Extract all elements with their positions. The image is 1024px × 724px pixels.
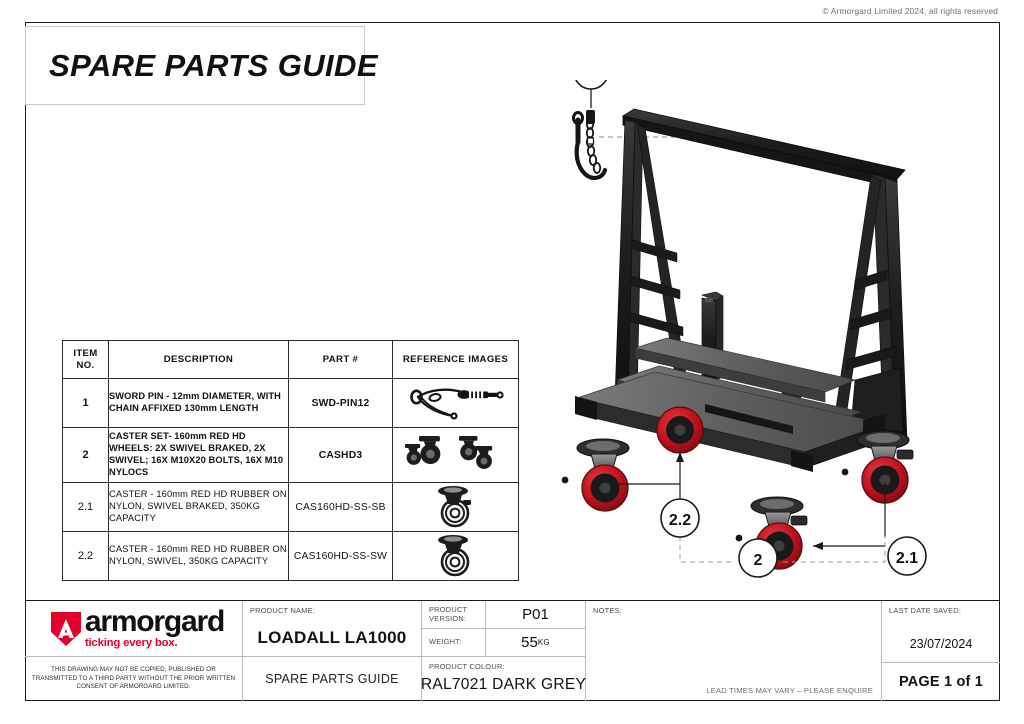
lead-times-note: LEAD TIMES MAY VARY – PLEASE ENQUIRE bbox=[706, 686, 873, 695]
cell-item-no: 2 bbox=[62, 427, 109, 483]
cell-description: SWORD PIN - 12mm DIAMETER, WITH CHAIN AF… bbox=[108, 378, 289, 428]
last-date-saved-label: LAST DATE SAVED: bbox=[889, 606, 962, 615]
table-row: 2.1 CASTER - 160mm RED HD RUBBER ON NYLO… bbox=[62, 482, 519, 532]
cell-part-number: CAS160HD-SS-SB bbox=[288, 482, 393, 532]
spec-label-column: PRODUCT VERSION: WEIGHT: bbox=[422, 601, 486, 656]
balloon-label-2: 2 bbox=[754, 552, 763, 569]
product-name-label: PRODUCT NAME: bbox=[250, 606, 316, 615]
cell-description: CASTER - 160mm RED HD RUBBER ON NYLON, S… bbox=[108, 531, 289, 581]
balloon-callout-2-2: 2.2 bbox=[660, 498, 700, 538]
armorgard-shield-icon bbox=[50, 611, 81, 646]
cell-description: CASTER - 160mm RED HD RUBBER ON NYLON, S… bbox=[108, 482, 289, 532]
title-block-date-column: LAST DATE SAVED: 23/07/2024 PAGE 1 of 1 bbox=[882, 601, 1000, 701]
weight-label: WEIGHT: bbox=[429, 637, 462, 647]
column-header-reference-images: REFERENCE IMAGES bbox=[392, 340, 519, 379]
column-header-part-number: PART # bbox=[288, 340, 393, 379]
copyright-disclaimer: THIS DRAWING MAY NOT BE COPIED, PUBLISHE… bbox=[31, 665, 236, 691]
caster-swivel-braked-icon bbox=[393, 485, 518, 529]
caster-set-four-wheels-icon bbox=[393, 432, 518, 478]
product-colour-field: PRODUCT COLOUR: RAL7021 DARK GREY bbox=[420, 657, 587, 701]
cell-description: CASTER SET- 160mm RED HD WHEELS: 2X SWIV… bbox=[108, 427, 289, 483]
balloon-label-2-1: 2.1 bbox=[896, 550, 918, 567]
balloon-label-2-2: 2.2 bbox=[669, 512, 691, 529]
caster-swivel-icon bbox=[393, 534, 518, 578]
spare-parts-table: ITEM NO. DESCRIPTION PART # REFERENCE IM… bbox=[62, 340, 519, 581]
cell-reference-image bbox=[392, 482, 519, 532]
cell-reference-image bbox=[392, 531, 519, 581]
balloon-callout-2: 2 bbox=[738, 538, 778, 578]
assembly-drawing: 1 bbox=[555, 80, 1000, 580]
notes-label: NOTES: bbox=[593, 606, 623, 615]
sheet-title-box: SPARE PARTS GUIDE bbox=[25, 26, 378, 105]
last-date-saved-value: 23/07/2024 bbox=[909, 637, 973, 651]
table-header-row: ITEM NO. DESCRIPTION PART # REFERENCE IM… bbox=[62, 340, 519, 379]
title-block-product-column: PRODUCT NAME: LOADALL LA1000 SPARE PARTS… bbox=[243, 601, 422, 701]
product-colour-value: RAL7021 DARK GREY bbox=[420, 676, 587, 693]
copyright-notice: © Armorgard Limited 2024, all rights res… bbox=[822, 6, 998, 16]
cell-part-number: CASHD3 bbox=[288, 427, 393, 483]
column-header-item-no: ITEM NO. bbox=[62, 340, 109, 379]
drawing-sheet-border bbox=[25, 22, 1000, 701]
logo-wordmark: armorgard bbox=[84, 605, 225, 639]
cell-item-no: 2.2 bbox=[62, 531, 109, 581]
table-row: 2 CASTER SET- 160mm RED HD WHEELS: 2X SW… bbox=[62, 427, 519, 483]
title-block-notes-column: NOTES: LEAD TIMES MAY VARY – PLEASE ENQU… bbox=[586, 601, 882, 701]
exploded-caster-2-2 bbox=[561, 438, 630, 512]
balloon-label-1: 1 bbox=[587, 80, 596, 82]
cell-item-no: 1 bbox=[62, 378, 109, 428]
title-block-logo-column: armorgard ticking every box. THIS DRAWIN… bbox=[25, 601, 243, 701]
page-number: PAGE 1 of 1 bbox=[898, 674, 984, 690]
product-version-value: P01 bbox=[486, 601, 585, 629]
trolley-assembly-svg: 1 bbox=[561, 80, 927, 578]
page-title: SPARE PARTS GUIDE bbox=[49, 47, 378, 83]
exploded-caster-2-1 bbox=[841, 430, 914, 504]
last-date-saved-field: LAST DATE SAVED: 23/07/2024 bbox=[882, 601, 1000, 663]
product-version-label: PRODUCT VERSION: bbox=[422, 601, 485, 629]
balloon-callout-2-1: 2.1 bbox=[887, 536, 927, 576]
title-block: armorgard ticking every box. THIS DRAWIN… bbox=[25, 600, 1000, 701]
document-subtitle: SPARE PARTS GUIDE bbox=[265, 672, 399, 686]
cell-part-number: SWD-PIN12 bbox=[288, 378, 393, 428]
sword-pin-part bbox=[572, 110, 608, 181]
column-header-item-no-line2: NO. bbox=[76, 359, 95, 371]
cell-reference-image bbox=[392, 427, 519, 483]
loadall-trolley-model bbox=[575, 108, 908, 472]
cell-item-no: 2.1 bbox=[62, 482, 109, 532]
column-header-item-no-line1: ITEM bbox=[73, 348, 98, 360]
sword-pin-with-chain-icon bbox=[393, 384, 518, 422]
product-name-value: LOADALL LA1000 bbox=[257, 628, 407, 647]
mounted-caster-rear bbox=[656, 406, 704, 454]
weight-value: 55 bbox=[521, 634, 538, 651]
logo-tagline: ticking every box. bbox=[84, 637, 178, 650]
cell-part-number: CAS160HD-SS-SW bbox=[288, 531, 393, 581]
column-header-description: DESCRIPTION bbox=[108, 340, 289, 379]
armorgard-logo: armorgard ticking every box. bbox=[25, 601, 242, 657]
cell-reference-image bbox=[392, 378, 519, 428]
product-name-field: PRODUCT NAME: LOADALL LA1000 bbox=[243, 601, 421, 657]
table-row: 2.2 CASTER - 160mm RED HD RUBBER ON NYLO… bbox=[62, 531, 519, 581]
table-row: 1 SWORD PIN - 12mm DIAMETER, WITH CHAIN … bbox=[62, 378, 519, 428]
weight-unit: KG bbox=[537, 638, 550, 647]
product-colour-label: PRODUCT COLOUR: bbox=[429, 662, 505, 671]
